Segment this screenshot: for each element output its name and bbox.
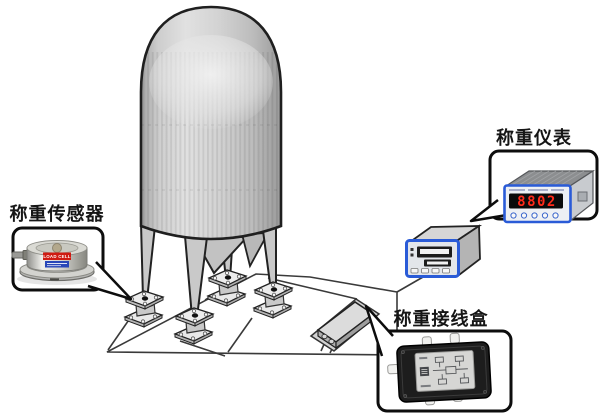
load-cell-red-label [43,252,71,260]
load-cell-label: 称重传感器 [10,203,105,224]
callout-load-cell: 称重传感器 LOAD CELL [10,203,133,301]
junction-box-label: 称重接线盒 [394,308,489,329]
junction-box-drawing [309,298,381,352]
load-cell-blue-label [45,261,69,268]
indicator-photo-display [509,193,563,209]
load-cell-mount-front [174,307,214,345]
display-window [420,249,449,254]
indicator-label: 称重仪表 [496,127,572,148]
load-cell-photo: LOAD CELL [11,240,97,285]
silo-leg-left [139,221,157,302]
load-cell-mounts [124,269,293,345]
callout-tail [364,304,394,357]
silo-leg-right [260,221,277,292]
junction-box-photo [387,332,492,406]
callout-tail [87,261,133,301]
load-cell-mount-back [207,269,247,307]
indicator-buttons [410,268,450,274]
indicator-photo: 8802 [503,169,596,224]
indicator-connector [577,191,588,202]
junction-box-wiring-diagram [419,355,470,388]
indicator-led [410,253,414,257]
indicator-photo-buttons [510,212,559,219]
callout-junction-box: 称重接线盒 [364,304,513,413]
display-digits: 8802 [517,194,557,210]
silo-leg-front [183,234,209,318]
load-cell-mount-left [124,290,164,328]
callout-indicator: 称重仪表 8802 [469,127,599,224]
silo-tank [139,5,283,241]
cable-loadcell-2 [179,340,226,357]
cable-loadcell-4 [227,317,253,353]
cable-to-junction-box [267,277,358,300]
tank-outline [139,5,283,241]
display-window2 [427,261,448,265]
cable-gland [328,338,335,345]
indicator-led [410,248,414,251]
load-cell-mount-right [253,281,293,319]
load-cell-brand-text: LOAD CELL [43,254,70,259]
junction-box-screws [401,346,487,398]
cable-gland [321,333,328,340]
callout-tail [469,199,514,223]
load-cell-cap [52,243,62,253]
indicator-drawing [405,224,483,278]
dome-highlight [149,35,273,129]
